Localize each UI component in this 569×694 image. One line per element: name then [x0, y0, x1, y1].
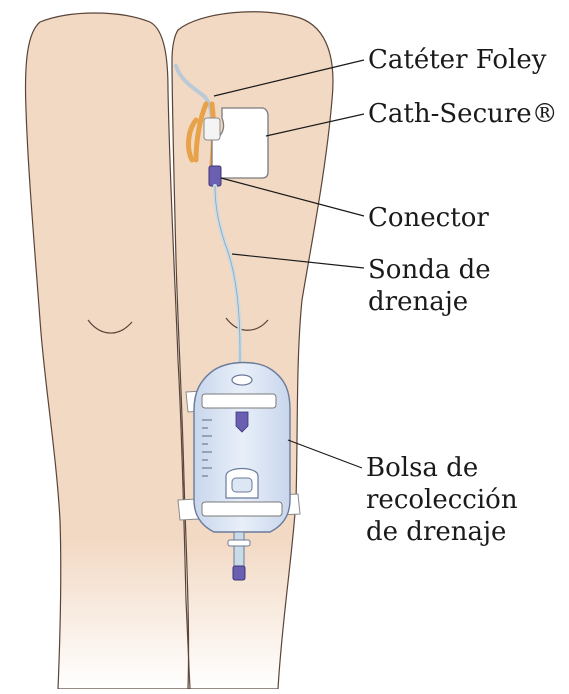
drain-outlet-clamp	[228, 540, 250, 546]
label-drainage-tube-line-2: drenaje	[368, 286, 491, 318]
label-collection-bag: Bolsa de recolección de drenaje	[366, 452, 518, 548]
label-drainage-tube: Sonda de drenaje	[368, 254, 491, 318]
bag-top-band	[202, 394, 276, 408]
label-cath-secure: Cath-Secure®	[368, 98, 558, 130]
bag-inner-slot	[232, 478, 252, 492]
bag-top-hanger	[232, 375, 252, 385]
label-collection-bag-line-1: Bolsa de	[366, 452, 518, 484]
label-connector-text: Conector	[368, 203, 489, 233]
label-foley-catheter: Catéter Foley	[368, 44, 546, 76]
left-leg	[26, 13, 190, 689]
label-connector: Conector	[368, 202, 489, 234]
cath-secure-tab	[204, 118, 220, 140]
drain-outlet	[234, 532, 244, 566]
label-foley-catheter-text: Catéter Foley	[368, 45, 546, 75]
label-drainage-tube-line-1: Sonda de	[368, 254, 491, 286]
bag-bottom-band	[202, 502, 282, 516]
label-cath-secure-text: Cath-Secure®	[368, 99, 558, 129]
drain-outlet-cap	[233, 566, 245, 580]
leader-bag	[288, 440, 362, 468]
connector	[209, 166, 221, 186]
label-collection-bag-line-3: de drenaje	[366, 516, 518, 548]
label-collection-bag-line-2: recolección	[366, 484, 518, 516]
